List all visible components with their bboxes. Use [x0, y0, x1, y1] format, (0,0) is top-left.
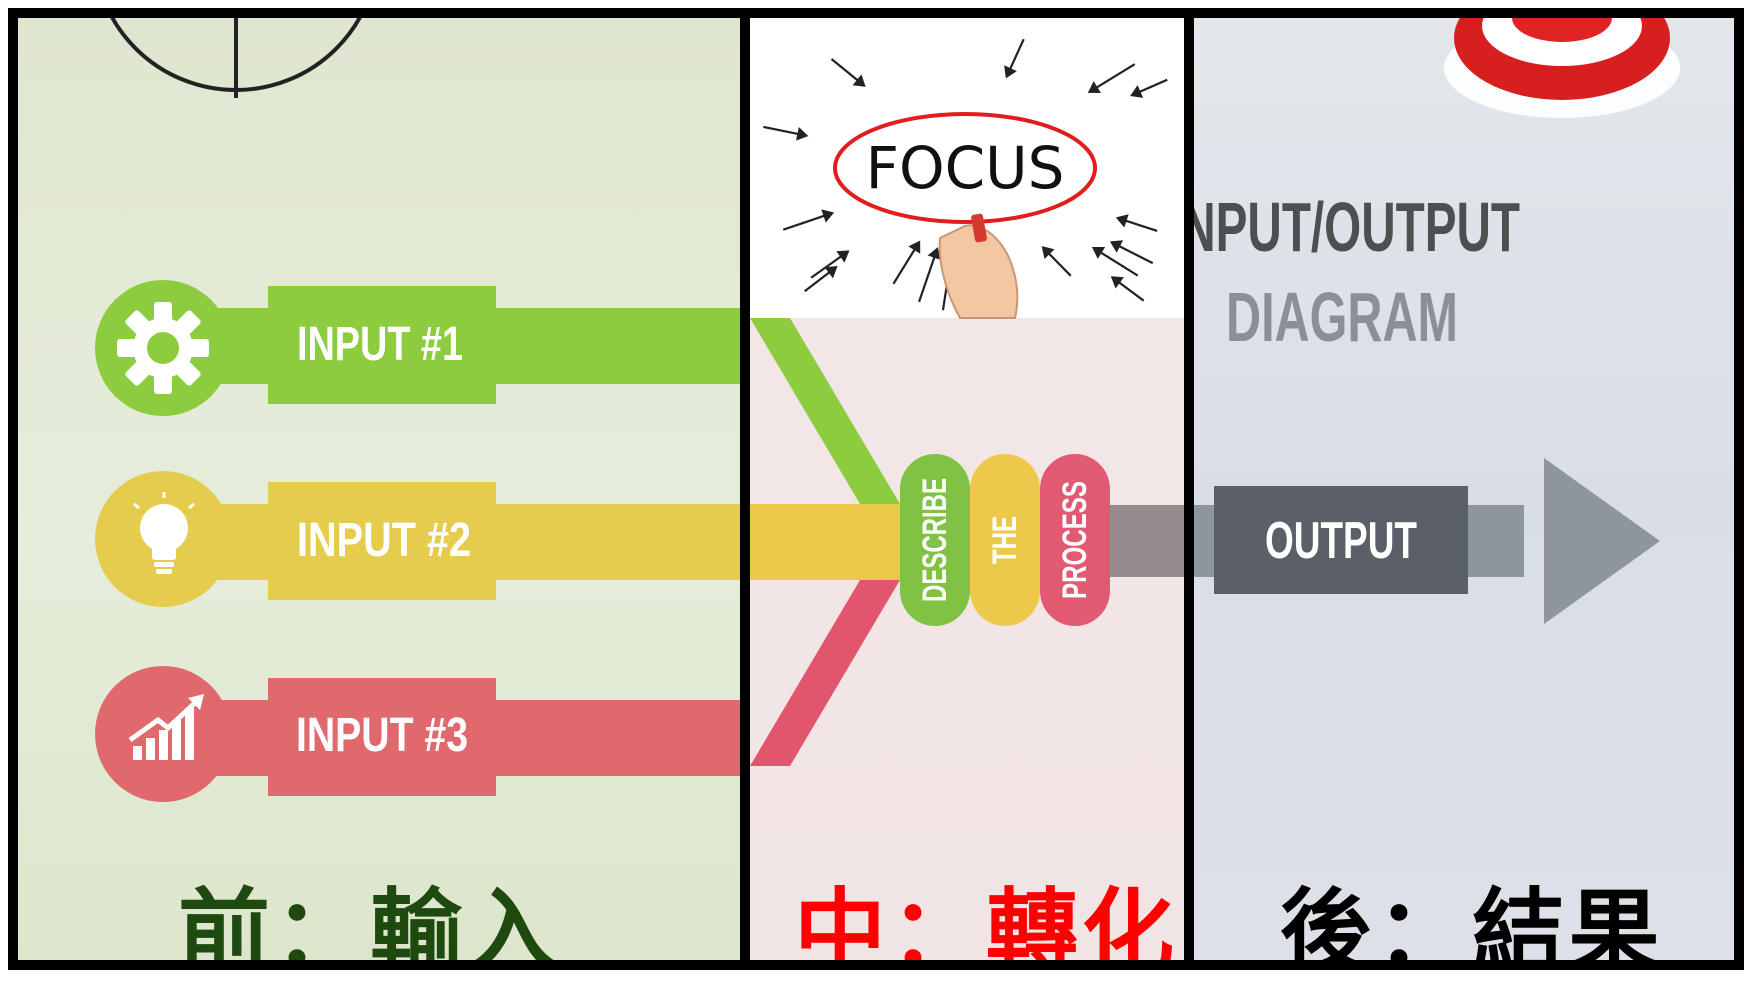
process-word-process: PROCESS — [1056, 481, 1094, 599]
output-panel-graphic: INPUT/OUTPUT DIAGRAM OUTPUT — [1194, 18, 1680, 624]
process-panel-graphic: FOCUS DESCRIBE THE PROC — [750, 18, 1184, 766]
burst-arrow — [1099, 251, 1139, 277]
burst-arrowhead — [908, 240, 921, 254]
burst-arrow — [763, 125, 799, 136]
burst-arrowhead — [1091, 247, 1106, 259]
gear-icon — [117, 302, 209, 394]
process-pill-describe — [900, 454, 970, 626]
input-panel: INPUT #1 INPUT #2 — [8, 8, 740, 970]
output-label: OUTPUT — [1265, 512, 1417, 570]
process-pill-process — [1040, 454, 1110, 626]
burst-arrowhead — [836, 250, 850, 263]
target-icon — [1444, 18, 1680, 118]
hand-icon — [938, 213, 1019, 319]
burst-arrow — [892, 248, 916, 285]
process-word-the: THE — [986, 516, 1024, 564]
burst-arrow — [1138, 78, 1168, 93]
burst-arrowhead — [1004, 65, 1017, 79]
burst-arrow — [918, 256, 936, 303]
burst-arrowhead — [852, 74, 866, 87]
burst-arrowhead — [824, 265, 838, 279]
burst-arrow — [1118, 281, 1145, 302]
focus-ellipse — [833, 112, 1097, 224]
input-panel-graphic: INPUT #1 INPUT #2 — [95, 18, 740, 802]
burst-arrowhead — [927, 247, 941, 260]
input-streams — [750, 318, 900, 766]
focus-text: FOCUS — [866, 134, 1065, 202]
burst-arrow — [1095, 63, 1136, 89]
focus-illustration: FOCUS — [750, 18, 1184, 319]
burst-arrow — [810, 255, 842, 279]
input-1-label: INPUT #1 — [297, 318, 463, 371]
diagram-title-line2: DIAGRAM — [1226, 278, 1458, 356]
input-row-3: INPUT #3 — [95, 666, 740, 802]
process-caption: 中：轉化 — [794, 878, 1179, 970]
lightbulb-icon — [133, 492, 195, 574]
burst-arrow — [804, 271, 831, 293]
input-row-2: INPUT #2 — [95, 471, 740, 607]
input-2-label: INPUT #2 — [297, 514, 471, 567]
output-caption: 後：結果 — [1280, 878, 1665, 970]
burst-arrowhead — [1115, 214, 1129, 228]
input-row-1: INPUT #1 — [95, 280, 740, 416]
burst-arrow — [782, 214, 825, 231]
input-caption: 前：輸入 — [178, 878, 563, 970]
burst-arrowhead — [1109, 240, 1124, 253]
process-word-describe: DESCRIBE — [916, 478, 954, 602]
output-panel: INPUT/OUTPUT DIAGRAM OUTPUT 後：結果 — [1194, 8, 1744, 970]
burst-arrow — [1009, 38, 1025, 70]
diagram-frame: INPUT #1 INPUT #2 — [8, 8, 1744, 970]
burst-arrowhead — [1130, 85, 1144, 98]
burst-arrowhead — [1110, 276, 1124, 289]
burst-arrow — [830, 58, 859, 82]
diagram-title-line1: INPUT/OUTPUT — [1194, 188, 1520, 266]
burst-arrowhead — [821, 209, 835, 223]
growth-chart-icon — [128, 694, 204, 760]
burst-arrow — [1118, 245, 1154, 265]
output-box — [1214, 486, 1468, 594]
process-pills: DESCRIBE THE PROCESS — [900, 454, 1110, 626]
burst-arrow — [1125, 219, 1158, 233]
process-pill-the — [970, 454, 1040, 626]
burst-arrowhead — [1087, 81, 1101, 94]
process-panel: FOCUS DESCRIBE THE PROC — [740, 8, 1194, 970]
input-3-label: INPUT #3 — [296, 709, 468, 762]
burst-arrowhead — [1041, 246, 1055, 260]
burst-arrow — [1047, 252, 1072, 277]
crosshair-icon — [110, 18, 362, 98]
burst-arrowhead — [796, 126, 809, 141]
